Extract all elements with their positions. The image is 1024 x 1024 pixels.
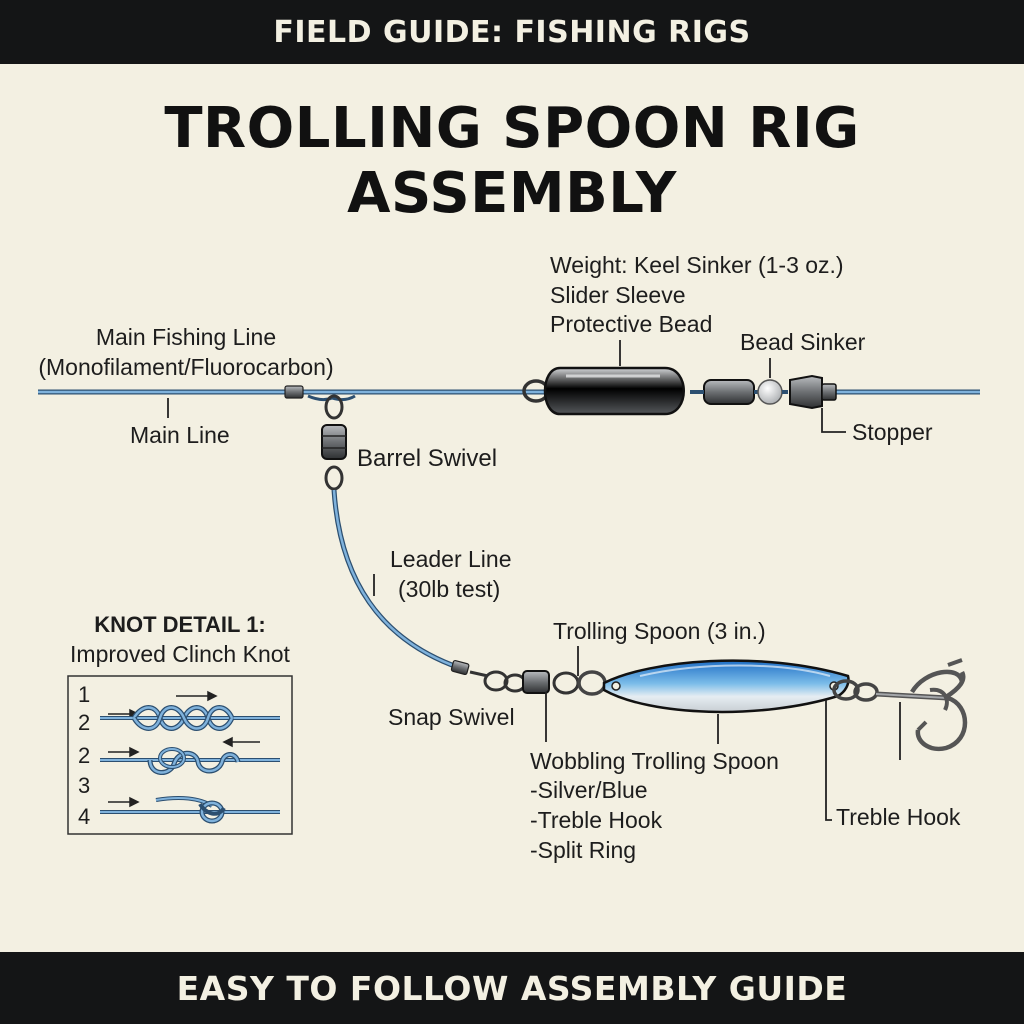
protective-bead [757, 379, 783, 405]
knot-detail-title: KNOT DETAIL 1: [94, 612, 266, 637]
bead-sinker [789, 374, 823, 410]
knot-illustration-loop [100, 747, 280, 775]
trolling-spoon [602, 659, 850, 714]
label-weight-2: Slider Sleeve [550, 282, 686, 308]
label-leader-1: Leader Line [390, 546, 512, 572]
stopper [821, 383, 837, 401]
snap-swivel [469, 670, 607, 696]
label-trolling-spoon: Trolling Spoon (3 in.) [553, 618, 766, 644]
leader-line [331, 489, 461, 671]
knot-illustration-finished [100, 796, 280, 824]
top-banner-text: FIELD GUIDE: FISHING RIGS [273, 14, 751, 50]
line-crimp [284, 385, 304, 399]
treble-hook [832, 658, 968, 752]
top-banner: FIELD GUIDE: FISHING RIGS [0, 0, 1024, 64]
label-main-fishing-line-1: Main Fishing Line [96, 324, 276, 350]
leader-crimp [450, 659, 470, 676]
label-wobbling-2: -Silver/Blue [530, 777, 648, 803]
label-main-line: Main Line [130, 422, 230, 448]
knot-arrows [108, 690, 260, 808]
label-wobbling-4: -Split Ring [530, 837, 636, 863]
label-weight-1: Weight: Keel Sinker (1-3 oz.) [550, 252, 844, 278]
knot-detail: KNOT DETAIL 1: Improved Clinch Knot 1 2 … [67, 612, 293, 835]
knot-detail-box [67, 675, 293, 835]
bottom-banner: EASY TO FOLLOW ASSEMBLY GUIDE [0, 952, 1024, 1024]
label-treble-hook: Treble Hook [836, 804, 961, 830]
label-wobbling-3: -Treble Hook [530, 807, 663, 833]
label-weight-3: Protective Bead [550, 311, 712, 337]
slider-sleeve [703, 379, 755, 405]
keel-sinker-assembly [522, 366, 837, 416]
knot-detail-subtitle: Improved Clinch Knot [70, 641, 290, 667]
knot-step-1: 1 [78, 682, 90, 707]
label-stopper: Stopper [852, 419, 933, 445]
page-title: TROLLING SPOON RIG ASSEMBLY [164, 96, 860, 226]
pointer-lines [167, 340, 901, 821]
label-leader-2: (30lb test) [398, 576, 500, 602]
keel-sinker [543, 366, 685, 416]
barrel-swivel [307, 394, 356, 491]
label-barrel-swivel: Barrel Swivel [357, 445, 497, 472]
label-bead-sinker: Bead Sinker [740, 329, 866, 355]
knot-illustration-twist [100, 705, 280, 731]
knot-step-4: 4 [78, 804, 90, 829]
label-snap-swivel: Snap Swivel [388, 704, 515, 730]
label-main-fishing-line-2: (Monofilament/Fluorocarbon) [38, 354, 333, 380]
knot-step-2b: 2 [78, 743, 90, 768]
bottom-banner-text: EASY TO FOLLOW ASSEMBLY GUIDE [176, 968, 848, 1008]
knot-step-3: 3 [78, 773, 90, 798]
knot-step-2a: 2 [78, 710, 90, 735]
label-wobbling-1: Wobbling Trolling Spoon [530, 748, 779, 774]
